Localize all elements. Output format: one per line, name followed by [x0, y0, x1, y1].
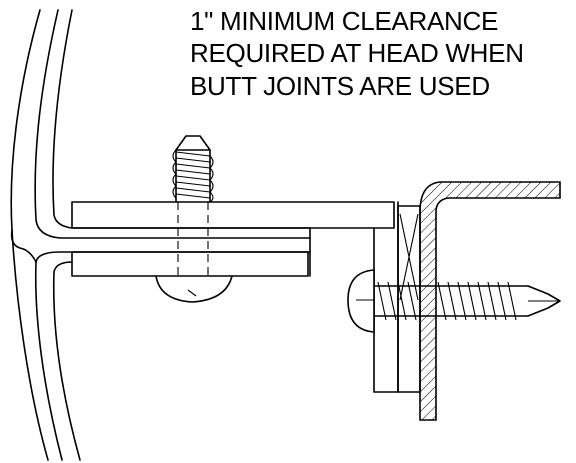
vertical-bolt: [155, 135, 233, 303]
note-line-2: REQUIRED AT HEAD WHEN: [190, 38, 524, 68]
self-drilling-screw: [347, 269, 561, 333]
curved-tube-wall: [10, 9, 311, 461]
bolt-head: [155, 275, 233, 303]
steel-angle: [397, 181, 561, 421]
note-line-3: BUTT JOINTS ARE USED: [190, 71, 490, 101]
screw-threads: [377, 282, 517, 320]
note-line-1: 1" MINIMUM CLEARANCE: [190, 6, 498, 36]
top-plate: [71, 201, 395, 229]
bolt-threads: [172, 149, 214, 203]
screw-head: [347, 269, 375, 333]
clearance-note: 1" MINIMUM CLEARANCE REQUIRED AT HEAD WH…: [190, 6, 524, 101]
bracket-leg: [373, 201, 399, 393]
lower-plate: [71, 251, 309, 277]
